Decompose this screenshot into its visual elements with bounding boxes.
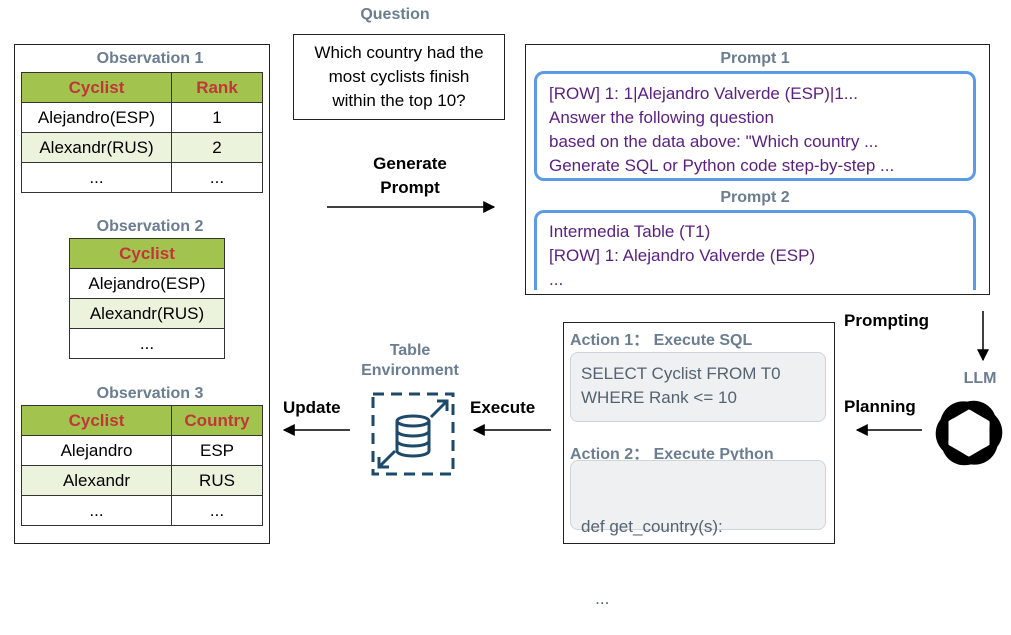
update-label: Update: [283, 398, 341, 417]
question-box: Which country had the most cyclists fini…: [293, 34, 505, 120]
table-row: ... ...: [21, 495, 263, 526]
prompt-line: Generate SQL or Python code step-by-step…: [549, 156, 895, 175]
table-environment-title: Table Environment: [340, 341, 480, 381]
table-cell: Alejandro(ESP): [69, 268, 225, 299]
code-line: WHERE Rank <= 10: [581, 388, 737, 407]
observation-1-table: Cyclist Rank Alejandro(ESP) 1 Alexandr(R…: [21, 72, 263, 193]
diagram-graphics: [282, 201, 1003, 476]
llm-label: LLM: [963, 370, 997, 387]
table-cell: Alexandr: [21, 465, 172, 496]
column-header: Rank: [171, 72, 263, 103]
table-cell: 1: [171, 102, 263, 133]
table-cell: ...: [171, 162, 263, 193]
table-cell: RUS: [171, 465, 263, 496]
table-row: ...: [69, 328, 225, 359]
prompting-label: Prompting: [844, 311, 929, 330]
prompt-line: [ROW] 1: Alejandro Valverde (ESP): [549, 246, 816, 265]
prompt-line: ...: [549, 270, 564, 289]
table-cell: 2: [171, 132, 263, 163]
table-row: ... ...: [21, 162, 263, 193]
prompt-2-title: Prompt 2: [720, 189, 790, 206]
table-cell: ...: [21, 162, 172, 193]
observation-3-table: Cyclist Country Alejandro ESP Alexandr R…: [21, 405, 263, 526]
column-header: Country: [171, 405, 263, 436]
observation-2-table: Cyclist Alejandro(ESP) Alexandr(RUS) ...: [69, 238, 225, 359]
table-cell: ...: [69, 328, 225, 359]
prompt-1-title: Prompt 1: [720, 50, 790, 67]
table-row: Alejandro(ESP) 1: [21, 102, 263, 133]
action-1-code: SELECT Cyclist FROM T0 WHERE Rank <= 10: [570, 352, 826, 422]
execute-label: Execute: [470, 398, 536, 417]
planning-label: Planning: [844, 397, 916, 416]
database-icon: [371, 392, 455, 476]
observation-1-title: Observation 1: [96, 50, 204, 67]
question-line: Which country had the: [314, 43, 484, 62]
prompt-2-box: Intermedia Table (T1) [ROW] 1: Alejandro…: [534, 210, 976, 290]
column-header: Cyclist: [21, 405, 172, 436]
action-2-code: def get_country(s): ...: [570, 460, 826, 608]
table-row: Alexandr(RUS) 2: [21, 132, 263, 163]
table-cell: Alexandr(RUS): [21, 132, 172, 163]
llm-logo-icon: [935, 400, 1003, 466]
table-cell: Alejandro(ESP): [21, 102, 172, 133]
prompt-line: Answer the following question: [549, 108, 774, 127]
table-row: Alejandro(ESP): [69, 268, 225, 299]
generate-prompt-label: Generate Prompt: [345, 152, 475, 200]
observation-3-title: Observation 3: [96, 385, 204, 402]
question-title: Question: [360, 6, 430, 23]
column-header: Cyclist: [69, 238, 225, 269]
generate-prompt-line: Prompt: [380, 178, 440, 197]
column-header: Cyclist: [21, 72, 172, 103]
table-row: Alexandr RUS: [21, 465, 263, 496]
prompt-line: based on the data above: "Which country …: [549, 132, 879, 151]
prompt-line: Intermedia Table (T1): [549, 222, 711, 241]
code-line: SELECT Cyclist FROM T0: [581, 364, 781, 383]
table-cell: ...: [171, 495, 263, 526]
table-cell: ...: [21, 495, 172, 526]
action-1-title: Action 1： Execute SQL: [570, 332, 753, 349]
question-line: most cyclists finish: [328, 67, 470, 86]
code-line: ...: [581, 589, 610, 608]
prompt-1-box: [ROW] 1: 1|Alejandro Valverde (ESP)|1...…: [534, 71, 976, 181]
table-environment-line: Table: [389, 342, 431, 359]
code-line: def get_country(s):: [581, 517, 723, 536]
prompt-line: [ROW] 1: 1|Alejandro Valverde (ESP)|1...: [549, 84, 858, 103]
generate-prompt-line: Generate: [373, 154, 447, 173]
table-environment-line: Environment: [361, 362, 459, 379]
action-2-title: Action 2： Execute Python: [570, 446, 774, 463]
observation-2-title: Observation 2: [96, 218, 204, 235]
question-line: within the top 10?: [332, 91, 466, 110]
